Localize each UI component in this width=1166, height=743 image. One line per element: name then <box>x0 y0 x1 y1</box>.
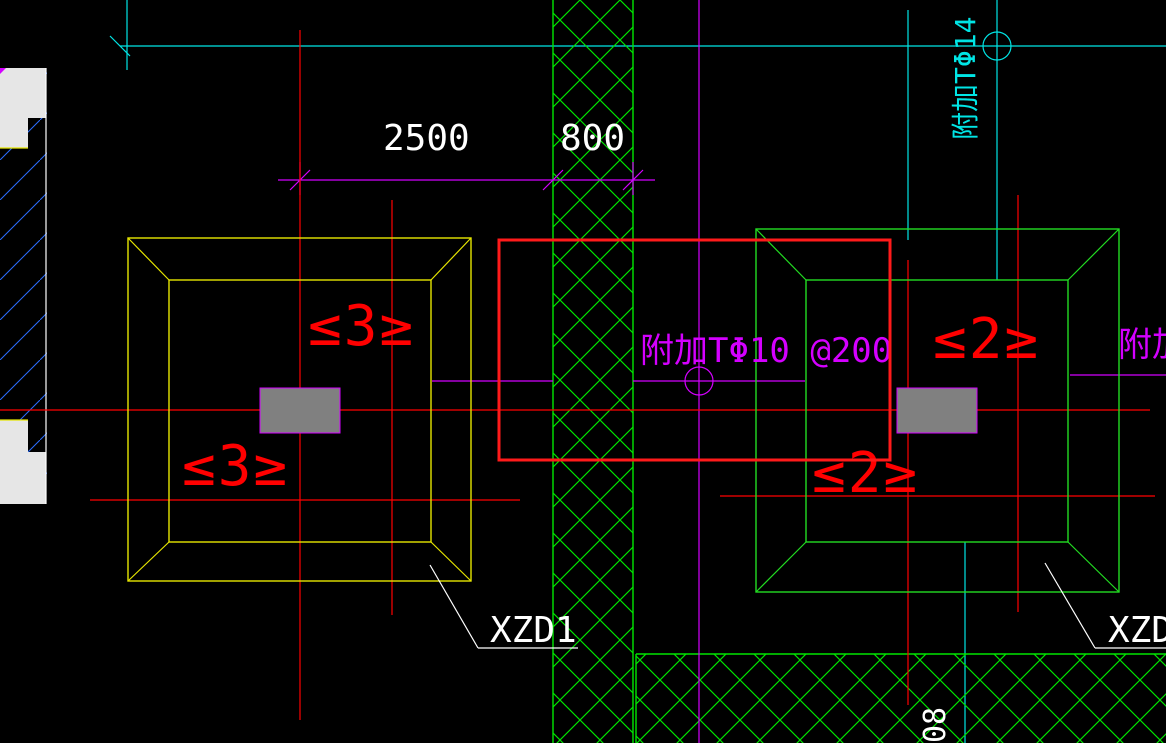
cyan-circle-marker <box>982 31 1012 61</box>
left-wall-fragment <box>0 68 47 504</box>
selection-highlight-box[interactable] <box>497 238 892 462</box>
column-1[interactable] <box>259 387 341 434</box>
rebar-vertical-label: 附加TΦ14 <box>949 17 982 140</box>
bottom-dimension-number: 08 <box>918 707 953 743</box>
leader-xzd1 <box>429 564 578 649</box>
dimension-2500: 2500 <box>383 118 470 159</box>
dimension-800: 800 <box>560 118 625 159</box>
pad-tag-xzd-partial: XZD <box>1108 610 1166 651</box>
foundation-pad-xzd2[interactable] <box>755 228 1120 593</box>
pad-tag-xzd1: XZD1 <box>490 610 577 651</box>
rebar-right-partial-label: 附加 <box>1118 325 1166 365</box>
pad2-rebar-label-top: ≤2≥ <box>933 307 1040 372</box>
rebar-circle-marker <box>684 366 714 396</box>
vertical-wall <box>552 0 634 743</box>
pad1-rebar-label-bottom: ≤3≥ <box>182 434 289 499</box>
horizontal-wall <box>635 653 1166 743</box>
column-2[interactable] <box>896 387 978 434</box>
pad2-rebar-label-bottom: ≤2≥ <box>812 441 919 506</box>
rebar-center-label: 附加TΦ10 @200 <box>640 331 892 371</box>
leader-xzd2 <box>1044 562 1166 649</box>
pad1-rebar-label-top: ≤3≥ <box>308 294 415 359</box>
foundation-pad-xzd1[interactable] <box>127 237 472 582</box>
